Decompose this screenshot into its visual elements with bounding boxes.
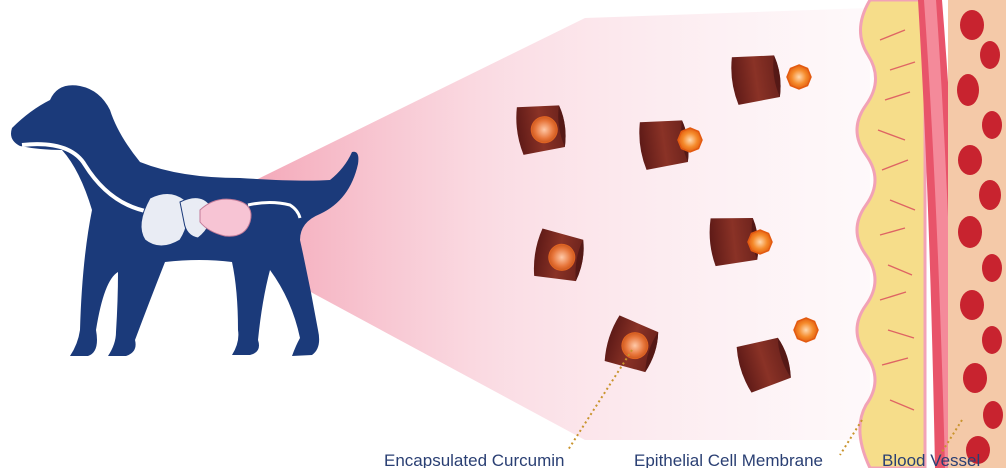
curcumin-particle-icon: [787, 65, 811, 89]
curcumin-particle-icon: [794, 318, 818, 342]
dog-silhouette-icon: [11, 85, 358, 356]
capsule-icon: [514, 101, 568, 155]
curcumin-particle-icon: [678, 128, 702, 152]
blood-vessel-label: Blood Vessel: [882, 451, 980, 468]
curcumin-particle-icon: [748, 230, 772, 254]
epithelial-membrane-label: Epithelial Cell Membrane: [634, 451, 823, 468]
capsule-icon: [729, 51, 783, 105]
blood-vessel: [918, 0, 1006, 468]
encapsulated-curcumin-label: Encapsulated Curcumin: [384, 451, 564, 468]
